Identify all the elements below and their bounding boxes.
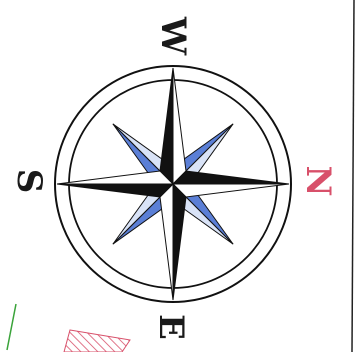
hatched-map-area — [64, 330, 130, 352]
north-label: N — [298, 165, 338, 196]
map-edge-line — [352, 0, 354, 352]
west-label: W — [153, 16, 193, 56]
south-label: S — [9, 169, 49, 194]
compass-rose — [55, 66, 291, 302]
east-label: E — [151, 314, 191, 340]
cardinal-points — [57, 68, 289, 300]
map-green-line — [7, 304, 16, 350]
